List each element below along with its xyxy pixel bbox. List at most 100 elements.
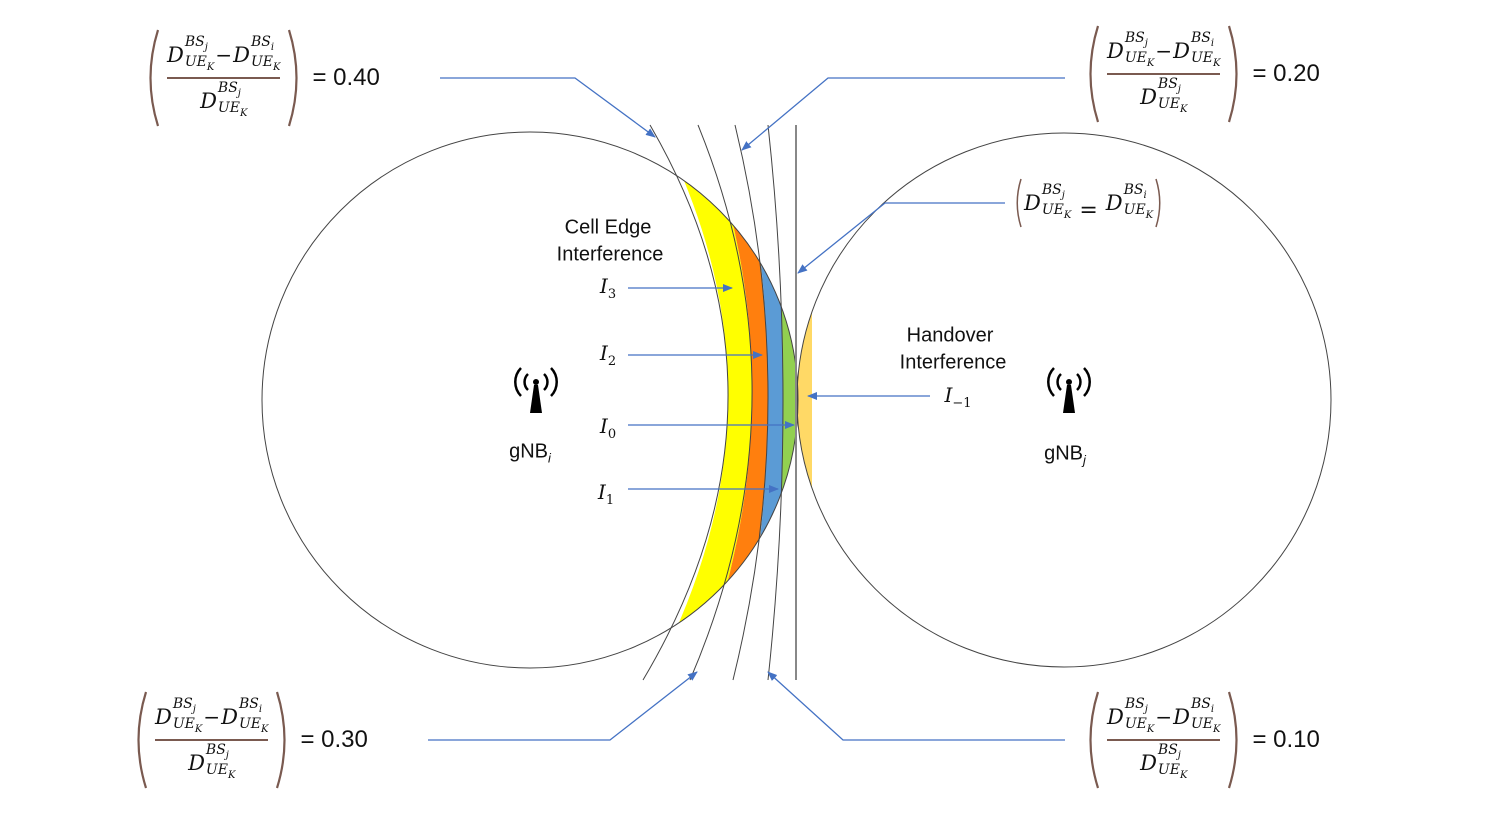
- subscript: UEK: [1124, 716, 1155, 735]
- d-symbol: D: [200, 88, 217, 113]
- interference-band-040: [643, 132, 753, 668]
- d-symbol: D: [221, 705, 238, 730]
- interference-i-minus1-label: I−1: [944, 383, 972, 411]
- d-symbol: D: [1140, 750, 1157, 775]
- subscript: UEK: [172, 716, 203, 735]
- interference-i2-label: I2: [599, 341, 617, 369]
- right-paren: [1228, 25, 1239, 123]
- d-symbol: D: [1105, 191, 1123, 215]
- ratio-value: = 0.40: [312, 64, 380, 91]
- subscript: UEK: [1190, 716, 1221, 735]
- interference-band-030: [690, 132, 768, 668]
- left-paren: [137, 691, 148, 789]
- gnb-j-label: gNBj: [1044, 442, 1086, 468]
- subscript: UEK: [184, 54, 215, 73]
- ratio-value: = 0.30: [300, 726, 368, 753]
- interference-i1-label: I1: [597, 480, 615, 508]
- superscript: BSi: [238, 696, 263, 716]
- distance-ratio-curve-040: [642, 124, 729, 681]
- right-paren: [1155, 178, 1161, 228]
- subscript: UEK: [238, 716, 269, 735]
- equals-sign: =: [1079, 197, 1098, 223]
- ratio-value: = 0.20: [1252, 60, 1320, 87]
- superscript: BSi: [1123, 182, 1147, 201]
- superscript: BSj: [217, 80, 241, 99]
- superscript: BSi: [1190, 696, 1215, 716]
- cell-edge-label-line2: Interference: [556, 243, 664, 266]
- d-symbol: D: [167, 43, 184, 68]
- gnb-i-label: gNBi: [509, 440, 551, 466]
- leader-arrow-040: [440, 77, 656, 138]
- superscript: BSj: [1041, 182, 1065, 201]
- subscript: UEK: [1041, 202, 1072, 221]
- leader-arrow-equal: [797, 202, 1005, 274]
- superscript: BSj: [1124, 696, 1148, 716]
- distance-ratio-curve-030: [689, 124, 753, 681]
- superscript: BSj: [184, 34, 208, 54]
- cell-i-boundary: [261, 131, 799, 669]
- left-paren: [1089, 25, 1100, 123]
- d-symbol: D: [1107, 705, 1124, 730]
- d-symbol: D: [1024, 191, 1041, 215]
- superscript: BSj: [172, 696, 196, 716]
- interference-i3-label: I3: [599, 274, 617, 302]
- subscript: UEK: [250, 54, 281, 73]
- d-symbol: D: [188, 750, 205, 775]
- superscript: BSj: [205, 742, 229, 761]
- handover-label-line1: Handover: [906, 324, 994, 347]
- superscript: BSi: [250, 34, 275, 54]
- handover-label-line2: Interference: [899, 351, 1007, 374]
- subscript: UEK: [1157, 95, 1188, 115]
- subscript: UEK: [1190, 50, 1221, 69]
- superscript: BSi: [1190, 30, 1215, 50]
- distance-ratio-curve-020: [732, 124, 769, 681]
- fraction-bar: [1107, 73, 1221, 75]
- left-paren: [1016, 178, 1022, 228]
- minus-sign: −: [1155, 705, 1173, 730]
- subscript: UEK: [1123, 202, 1154, 221]
- leader-arrow-030: [428, 671, 698, 741]
- fraction-bar: [155, 739, 269, 741]
- leader-arrow-010: [767, 671, 1065, 741]
- interference-i0-label: I0: [599, 414, 617, 442]
- d-symbol: D: [1173, 705, 1190, 730]
- left-paren: [1089, 691, 1100, 789]
- minus-sign: −: [203, 705, 221, 730]
- d-symbol: D: [1173, 39, 1190, 64]
- superscript: BSj: [1157, 76, 1181, 95]
- distance-ratio-curve-010: [767, 124, 784, 681]
- cell-edge-label-line1: Cell Edge: [564, 216, 652, 239]
- right-paren: [276, 691, 287, 789]
- right-paren: [1228, 691, 1239, 789]
- d-symbol: D: [233, 43, 250, 68]
- subscript: UEK: [217, 99, 248, 119]
- ratio-value: = 0.10: [1252, 726, 1320, 753]
- antenna-tower-icon-j: [1047, 367, 1091, 413]
- minus-sign: −: [215, 43, 233, 68]
- fraction-bar: [167, 77, 281, 79]
- right-paren: [288, 29, 299, 127]
- antenna-tower-icon-i: [514, 367, 558, 413]
- subscript: UEK: [205, 761, 236, 781]
- fraction-bar: [1107, 739, 1221, 741]
- d-symbol: D: [155, 705, 172, 730]
- superscript: BSj: [1157, 742, 1181, 761]
- d-symbol: D: [1107, 39, 1124, 64]
